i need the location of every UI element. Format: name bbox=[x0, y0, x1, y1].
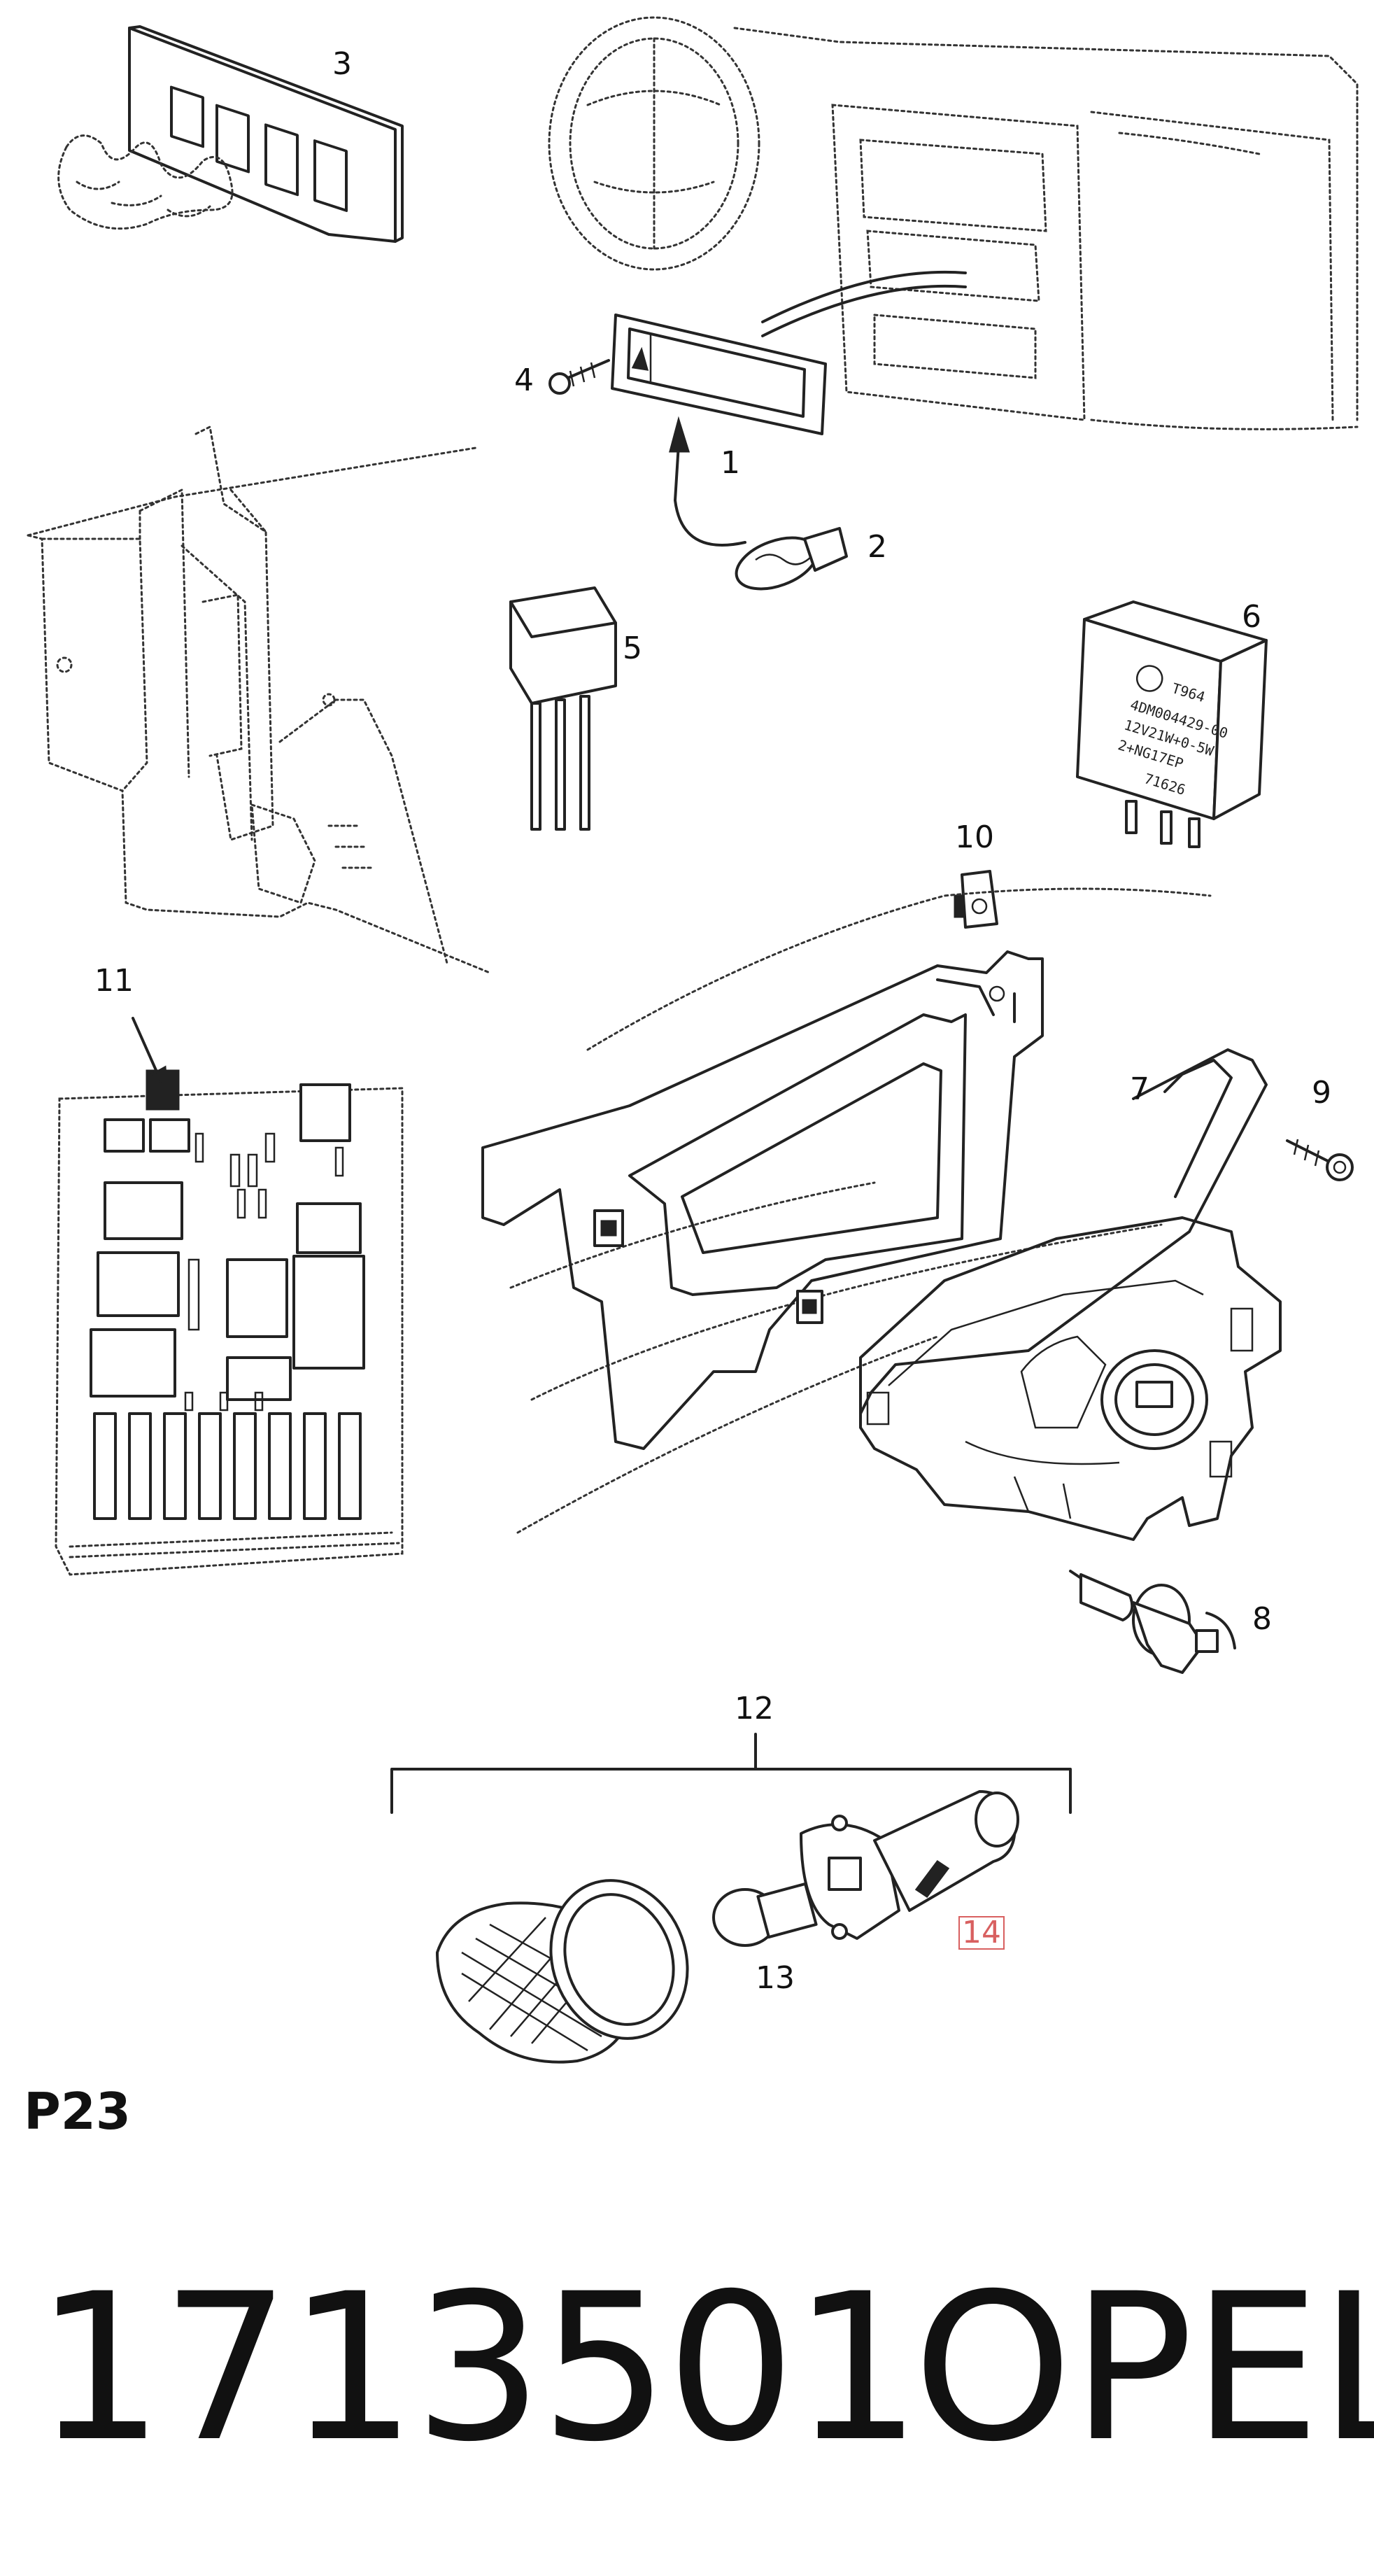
part-3-switch-panel bbox=[57, 25, 404, 243]
part-10-clip bbox=[954, 870, 998, 929]
callout-5: 5 bbox=[623, 631, 642, 666]
callout-10: 10 bbox=[955, 819, 994, 855]
callout-14: 14 bbox=[958, 1916, 1005, 1950]
callout-4: 4 bbox=[514, 363, 534, 398]
page-code: P23 bbox=[24, 2082, 131, 2141]
part-1-switch-strip bbox=[611, 314, 827, 435]
part-8-bulb bbox=[1069, 1570, 1236, 1674]
callout-11: 11 bbox=[94, 963, 134, 999]
arrow-bulb-to-switch bbox=[669, 416, 746, 547]
callout-9: 9 bbox=[1312, 1075, 1331, 1111]
part-6-flasher-relay: T964 4DM004429-00 12V21W+0-5W 2+NG17EP 7… bbox=[1076, 600, 1268, 848]
callout-13: 13 bbox=[756, 1960, 795, 1996]
part-11-fuse-box bbox=[55, 1017, 404, 1576]
part-7-indicator-housing bbox=[859, 1048, 1282, 1541]
part-9-screw bbox=[1286, 1139, 1354, 1181]
callout-3: 3 bbox=[332, 46, 352, 82]
callout-12: 12 bbox=[735, 1691, 774, 1726]
panel-frame bbox=[481, 887, 1212, 1534]
side-indicator-assembly bbox=[436, 1790, 1019, 2064]
part-4-screw bbox=[548, 359, 610, 395]
callout-6: 6 bbox=[1242, 599, 1261, 635]
part-5-relay bbox=[509, 586, 617, 831]
part-2-bulb bbox=[735, 527, 848, 591]
switch-buttons bbox=[170, 85, 348, 212]
callout-8: 8 bbox=[1252, 1601, 1272, 1637]
brand-name: OPEL bbox=[913, 2251, 1374, 2486]
dash-bracket bbox=[27, 425, 491, 974]
fuse-box-components bbox=[90, 1069, 365, 1520]
callout-2: 2 bbox=[867, 529, 887, 565]
side-indicator-bulb bbox=[712, 1882, 818, 1947]
part-12-assembly-bracket bbox=[390, 1733, 1072, 1814]
part-number: 1713501 bbox=[35, 2251, 922, 2486]
side-indicator-bulb-holder bbox=[800, 1790, 1019, 1940]
callout-7: 7 bbox=[1130, 1071, 1149, 1107]
side-indicator-gasket bbox=[549, 1879, 689, 2040]
dashboard-outline bbox=[548, 16, 1359, 430]
callout-1: 1 bbox=[721, 445, 740, 481]
